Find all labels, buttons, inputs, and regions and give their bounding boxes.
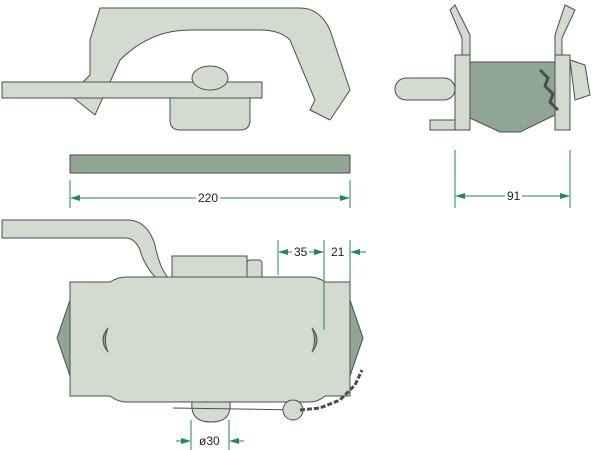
offset-a-dimension-label: 35 [292,245,310,259]
top-view [1,7,351,208]
side-view [394,4,591,208]
length-dimension-label: 220 [196,191,221,205]
diameter-dimension-label: ø30 [197,434,222,448]
width-dimension-label: 91 [505,189,523,203]
front-view [1,219,366,450]
offset-b-dimension-label: 21 [329,245,347,259]
